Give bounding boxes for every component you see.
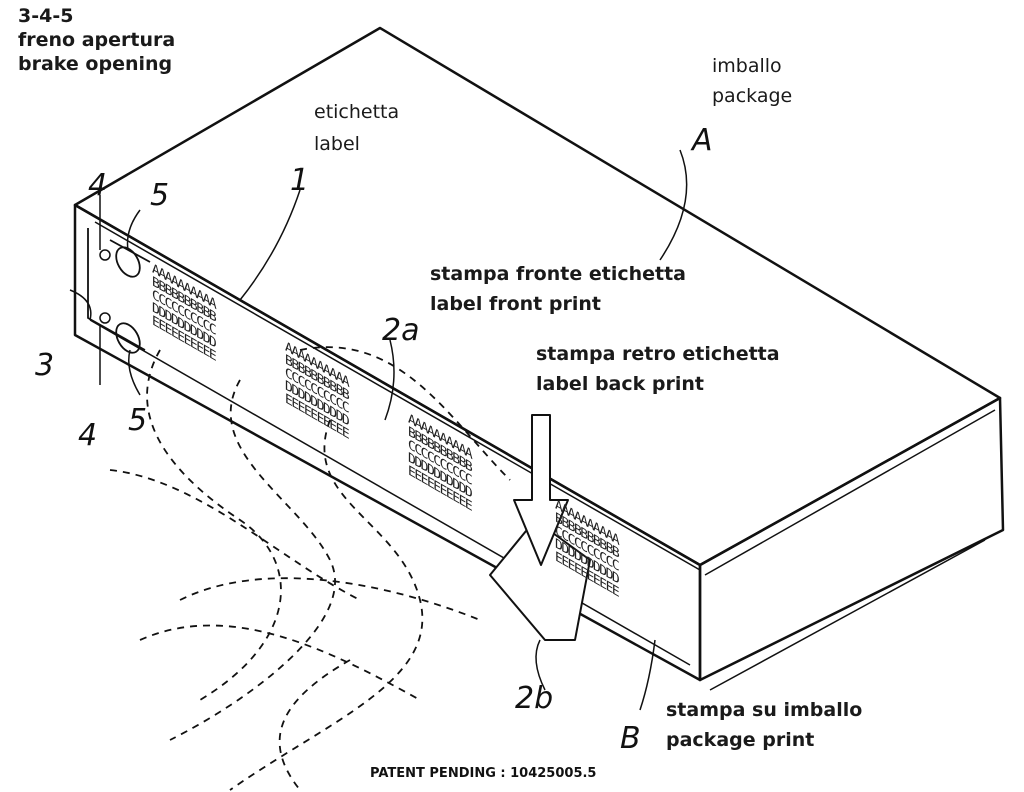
ref-5-bottom: 5 xyxy=(128,403,147,438)
patent-pending-note: PATENT PENDING : 10425005.5 xyxy=(370,766,597,781)
package-caption: imballo package xyxy=(712,54,792,108)
back-print-en: label back print xyxy=(536,373,704,395)
brake-slot-upper xyxy=(115,246,141,278)
ref-5-top: 5 xyxy=(150,178,169,213)
package-print-caption: stampa su imballo package print xyxy=(666,698,862,752)
brake-label-en: brake opening xyxy=(18,53,173,75)
label-caption-en: label xyxy=(314,133,360,155)
ref-2b: 2b xyxy=(515,681,553,716)
package-print-it: stampa su imballo xyxy=(666,699,863,721)
package-side-face xyxy=(698,396,1005,682)
opening-motion-lines xyxy=(109,346,511,791)
brake-number: 3-4-5 xyxy=(18,5,74,27)
arrow-icon xyxy=(513,414,569,566)
brake-opening xyxy=(87,228,151,351)
package-print-en: package print xyxy=(666,729,815,751)
label-caption: etichetta label xyxy=(314,100,399,156)
brake-label-it: freno apertura xyxy=(18,29,176,51)
ref-1: 1 xyxy=(290,163,309,198)
front-print-caption: stampa fronte etichetta label front prin… xyxy=(430,262,686,316)
brake-slot-lower xyxy=(115,322,141,354)
ref-4-bottom: 4 xyxy=(78,418,97,453)
front-print-en: label front print xyxy=(430,293,601,315)
ref-2a: 2a xyxy=(382,313,419,348)
back-print-it: stampa retro etichetta xyxy=(536,343,780,365)
ref-3: 3 xyxy=(35,348,54,383)
label-caption-it: etichetta xyxy=(314,101,400,123)
front-print-it: stampa fronte etichetta xyxy=(430,263,686,285)
label-strip xyxy=(94,221,701,571)
ref-4-top: 4 xyxy=(88,168,107,203)
package-caption-en: package xyxy=(712,85,793,107)
package-caption-it: imballo xyxy=(712,55,782,77)
back-print-caption: stampa retro etichetta label back print xyxy=(536,342,780,396)
brake-opening-caption: 3-4-5 freno apertura brake opening xyxy=(18,4,175,76)
ref-B: B xyxy=(620,721,641,756)
ref-A: A xyxy=(690,123,713,158)
